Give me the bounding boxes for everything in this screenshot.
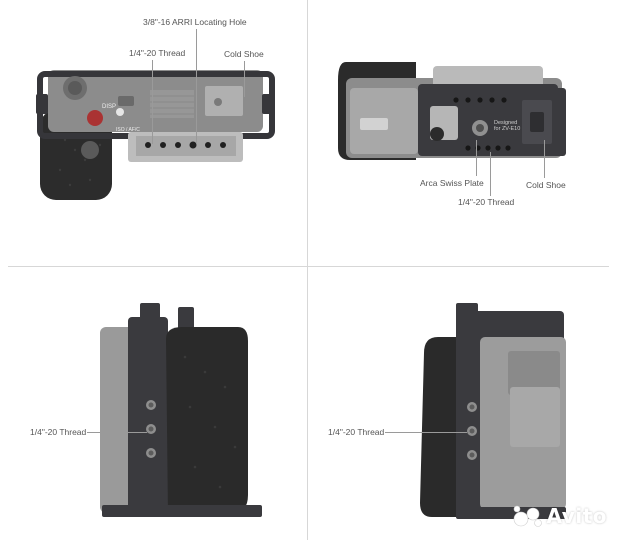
leader-cold-shoe-top-right [544,140,545,178]
callout-dial-label: DISP [102,104,117,110]
camera-bottom-view-image [338,62,566,160]
label-cold-shoe-top-right: Cold Shoe [526,180,566,190]
camera-rear-side-image [420,303,566,519]
top-view-panel: DISP ISO / AF/C 3/8"-16 ARRI Locating Ho… [0,0,307,266]
plate-engraving: Designed for ZV-E10 [494,120,521,133]
panel-divider-vertical [307,0,308,540]
avito-logo-icon [513,505,542,527]
label-thread-bottom-left: 1/4"-20 Thread [30,427,87,437]
label-arca-swiss-plate: Arca Swiss Plate [420,178,484,188]
leader-thread-bottom-left [87,432,147,433]
camera-grip-side-image [100,303,262,517]
avito-watermark-text: Avito [546,504,607,528]
label-thread-bottom-right: 1/4"-20 Thread [328,427,385,437]
leader-arca-swiss-plate [476,140,477,176]
label-cold-shoe-top-left: Cold Shoe [224,49,264,59]
leader-cold-shoe-top-left [244,61,245,97]
callout-iso-label: ISO / AF/C [116,127,140,133]
bottom-view-panel: Designed for ZV-E10 Arca Swiss Plate 1/4… [308,0,617,266]
label-thread-top-right: 1/4"-20 Thread [458,197,515,207]
grip-side-panel: 1/4"-20 Thread [0,267,307,540]
avito-watermark: Avito [513,504,607,528]
camera-top-view-image [36,70,275,200]
label-arri-locating-hole: 3/8"-16 ARRI Locating Hole [143,17,247,27]
rear-side-panel: 1/4"-20 Thread Avito [308,267,617,540]
leader-thread-top-left [152,60,153,144]
leader-thread-bottom-right [385,432,467,433]
label-thread-top-left: 1/4"-20 Thread [129,48,186,58]
leader-thread-top-right [490,152,491,196]
panel-divider-horizontal [8,266,609,267]
leader-arri-locating-hole [196,29,197,143]
